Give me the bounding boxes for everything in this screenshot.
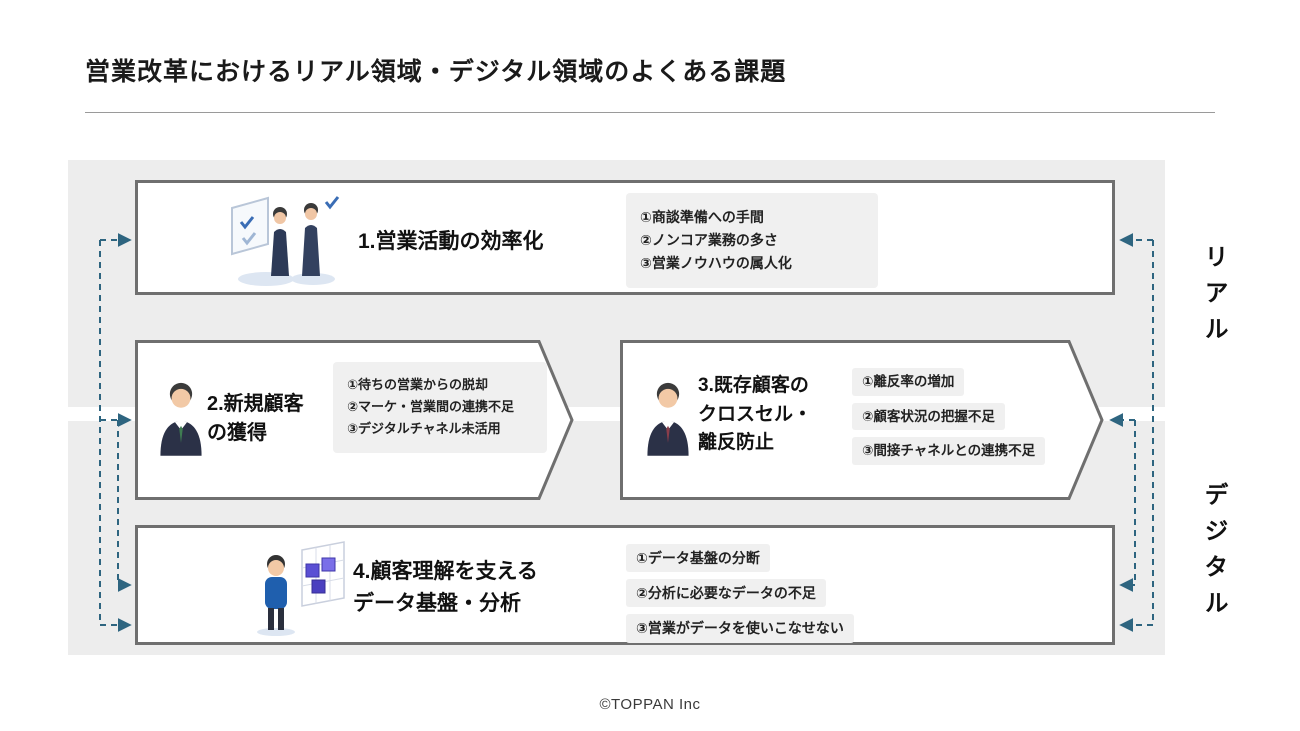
- challenge-item: ③営業がデータを使いこなせない: [626, 614, 854, 643]
- challenge-item: ①商談準備への手間: [640, 209, 764, 225]
- page-title: 営業改革におけるリアル領域・デジタル領域のよくある課題: [85, 58, 787, 86]
- challenge-item: ②マーケ・営業間の連携不足: [347, 398, 515, 414]
- challenge-item: ②顧客状況の把握不足: [852, 402, 1005, 431]
- challenge-box-1-items: ①商談準備への手間 ②ノンコア業務の多さ ③営業ノウハウの属人化: [626, 193, 878, 288]
- challenge-box-new-customers: 2.新規顧客 の獲得 ①待ちの営業からの脱却 ②マーケ・営業間の連携不足 ③デジ…: [135, 340, 575, 500]
- meeting-illustration-icon: [216, 190, 346, 295]
- digital-domain-label: デジタル: [1200, 482, 1227, 626]
- challenge-box-4-title: 4.顧客理解を支える データ基盤・分析: [353, 560, 538, 615]
- businessman-illustration-icon: [644, 374, 692, 467]
- challenge-item: ③営業ノウハウの属人化: [640, 255, 792, 272]
- challenge-item: ②ノンコア業務の多さ: [640, 232, 778, 249]
- real-domain-label: リアル: [1200, 244, 1227, 352]
- title-divider: [85, 112, 1215, 113]
- challenge-box-sales-efficiency: 1.営業活動の効率化 ①商談準備への手間 ②ノンコア業務の多さ ③営業ノウハウの…: [135, 180, 1115, 295]
- challenge-box-existing-customers: 3.既存顧客の クロスセル・ 離反防止 ①離反率の増加 ②顧客状況の把握不足 ③…: [620, 340, 1105, 500]
- challenge-box-3-items: ①離反率の増加 ②顧客状況の把握不足 ③間接チャネルとの連携不足: [852, 368, 1046, 472]
- data-analysis-illustration-icon: [246, 538, 356, 643]
- challenge-box-3-title: 3.既存顧客の クロスセル・ 離反防止: [698, 375, 813, 453]
- businessman-illustration-icon: [157, 374, 205, 467]
- challenge-item: ②分析に必要なデータの不足: [626, 579, 826, 608]
- challenge-box-data-foundation: 4.顧客理解を支える データ基盤・分析 ①データ基盤の分断 ②分析に必要なデータ…: [135, 525, 1115, 645]
- challenge-box-1-title: 1.営業活動の効率化: [358, 230, 544, 253]
- challenge-box-4-items: ①データ基盤の分断 ②分析に必要なデータの不足 ③営業がデータを使いこなせない: [626, 544, 854, 650]
- challenge-item: ①データ基盤の分断: [626, 544, 770, 573]
- challenge-item: ③デジタルチャネル未活用: [347, 420, 501, 436]
- copyright: ©TOPPAN Inc: [599, 696, 701, 713]
- challenge-box-2-title: 2.新規顧客 の獲得: [207, 393, 304, 444]
- challenge-item: ①待ちの営業からの脱却: [347, 377, 489, 392]
- challenge-item: ①離反率の増加: [852, 368, 965, 396]
- challenge-item: ③間接チャネルとの連携不足: [852, 437, 1046, 465]
- challenge-box-2-items: ①待ちの営業からの脱却 ②マーケ・営業間の連携不足 ③デジタルチャネル未活用: [333, 362, 547, 453]
